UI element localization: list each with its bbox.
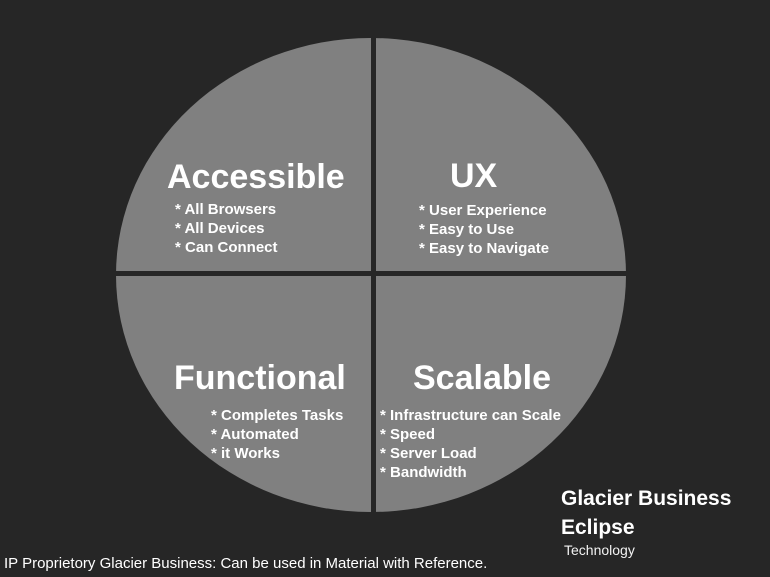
list-item: Completes Tasks — [211, 406, 343, 425]
list-item: Bandwidth — [380, 463, 561, 482]
brand-block: Glacier Business Eclipse Technology — [561, 484, 761, 558]
quadrant-title-scalable: Scalable — [413, 359, 551, 397]
list-item: Infrastructure can Scale — [380, 406, 561, 425]
list-item: All Devices — [175, 219, 278, 238]
quadrant-title-functional: Functional — [174, 359, 346, 397]
footer-note: IP Proprietory Glacier Business: Can be … — [4, 555, 488, 572]
quadrant-title-accessible: Accessible — [167, 158, 345, 196]
list-item: User Experience — [419, 201, 549, 220]
brand-subtitle: Technology — [564, 542, 635, 558]
list-item: All Browsers — [175, 200, 278, 219]
list-item: Server Load — [380, 444, 561, 463]
list-item: Automated — [211, 425, 343, 444]
list-item: Easy to Use — [419, 220, 549, 239]
quadrant-list-ux: User Experience Easy to Use Easy to Navi… — [419, 201, 549, 258]
quadrant-list-functional: Completes Tasks Automated it Works — [211, 406, 343, 463]
list-item: Easy to Navigate — [419, 239, 549, 258]
quadrant-list-scalable: Infrastructure can Scale Speed Server Lo… — [380, 406, 561, 482]
brand-name: Glacier Business Eclipse — [561, 487, 732, 539]
quadrant-list-accessible: All Browsers All Devices Can Connect — [175, 200, 278, 257]
list-item: Speed — [380, 425, 561, 444]
horizontal-divider — [100, 271, 645, 276]
list-item: Can Connect — [175, 238, 278, 257]
quadrant-title-ux: UX — [450, 157, 498, 195]
list-item: it Works — [211, 444, 343, 463]
